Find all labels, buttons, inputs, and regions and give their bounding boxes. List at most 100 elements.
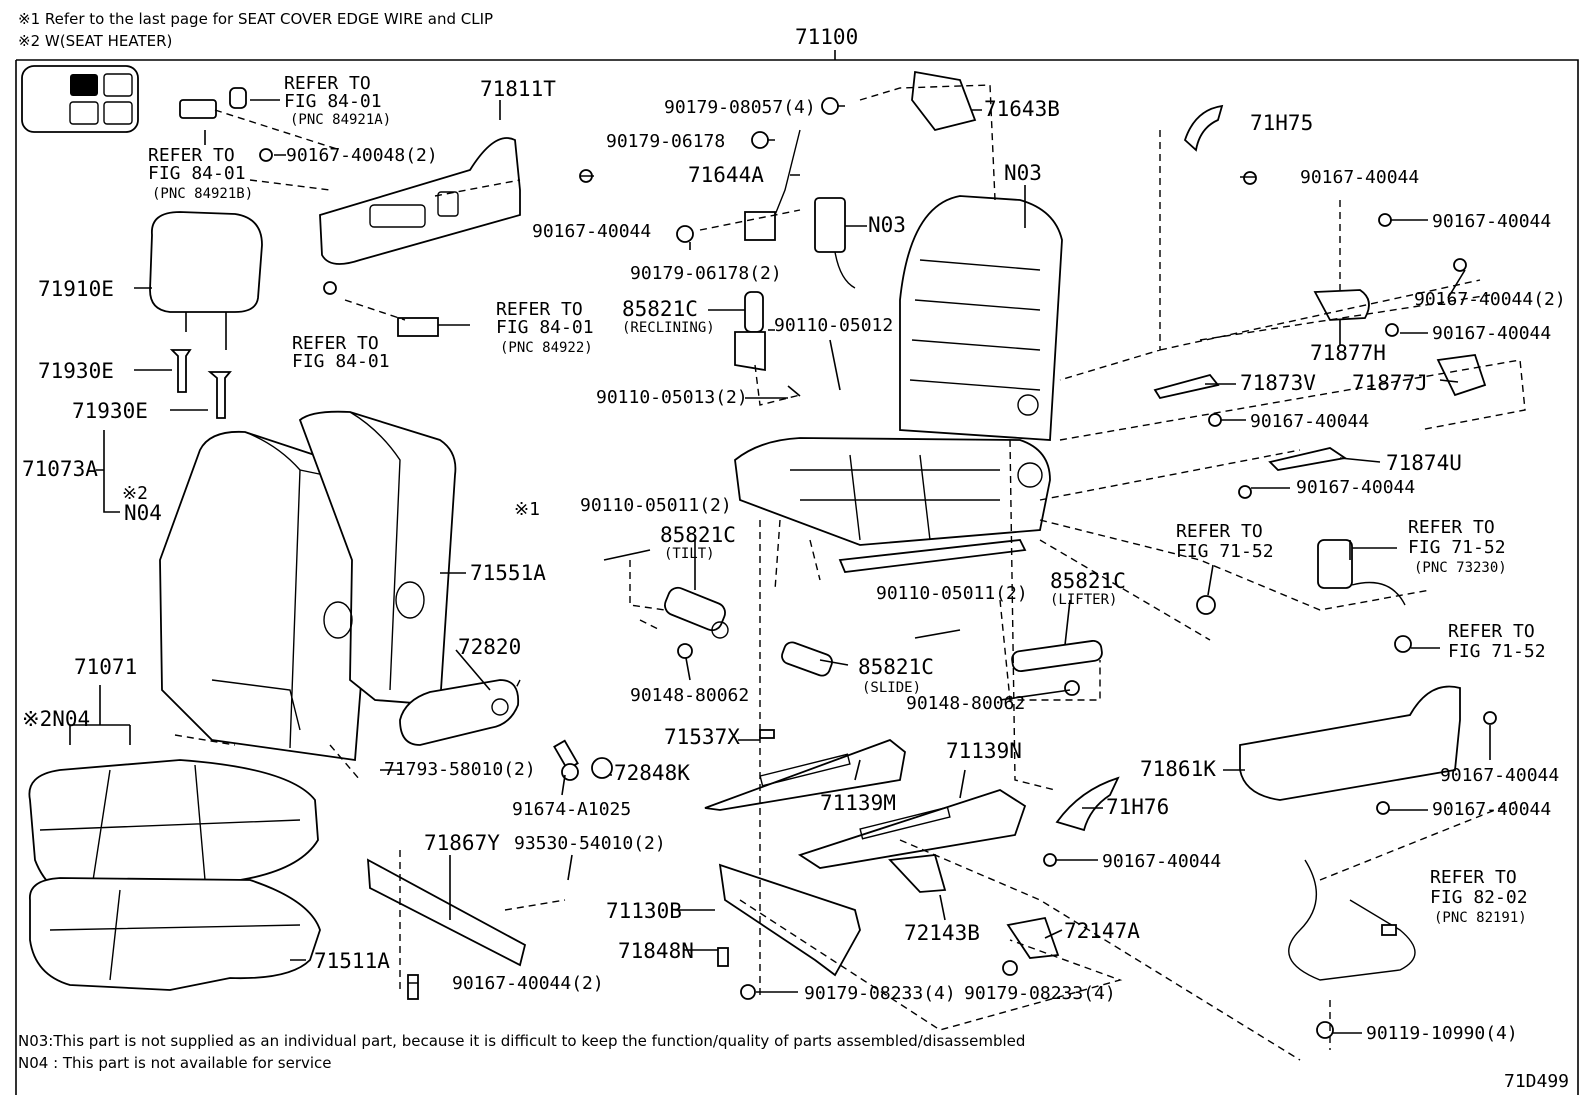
callout-71071[interactable]: 71071 <box>74 655 138 679</box>
callout-71H75[interactable]: 71H75 <box>1250 111 1314 135</box>
leader-lines <box>69 99 1491 1034</box>
callout-90167-40044-r2[interactable]: 90167-40044 <box>1432 211 1552 232</box>
refer-71-52-b-line2[interactable]: FIG 71-52 <box>1448 641 1546 662</box>
bracket-71873V <box>1153 373 1220 400</box>
callout-90179-08057[interactable]: 90179-08057(4) <box>664 97 816 118</box>
callout-71874U[interactable]: 71874U <box>1386 451 1462 475</box>
refer-84921A-line2[interactable]: FIG 84-01 <box>284 91 382 112</box>
callout-71867Y[interactable]: 71867Y <box>424 831 500 855</box>
callout-71643B[interactable]: 71643B <box>984 97 1060 121</box>
sublabel-tilt: (TILT) <box>664 546 715 562</box>
refer-73230-line2[interactable]: FIG 71-52 <box>1408 537 1506 558</box>
bracket-71H75 <box>1183 104 1224 152</box>
callout-90179-06178-2[interactable]: 90179-06178(2) <box>630 263 782 284</box>
callout-71877H[interactable]: 71877H <box>1310 341 1386 365</box>
callout-90110-05011-b[interactable]: 90110-05011(2) <box>876 583 1028 604</box>
callout-x2-N04-b[interactable]: ※2N04 <box>22 707 91 731</box>
callout-90167-40044-top[interactable]: 90167-40044 <box>532 221 652 242</box>
callout-90110-05013[interactable]: 90110-05013(2) <box>596 387 748 408</box>
callout-90167-40044-r5[interactable]: 90167-40044 <box>1250 411 1370 432</box>
note-seat-heater: ※2 W(SEAT HEATER) <box>18 32 173 50</box>
callout-85821C-slide[interactable]: 85821C <box>858 655 934 679</box>
callout-71811T[interactable]: 71811T <box>480 77 556 101</box>
refer-84922-line3: (PNC 84922) <box>500 340 593 356</box>
callout-93530[interactable]: 93530-54010(2) <box>514 833 666 854</box>
bolt-drawing <box>787 385 801 397</box>
callout-90167-40044-h76[interactable]: 90167-40044 <box>1102 851 1222 872</box>
callout-90179-08233-a[interactable]: 90179-08233(4) <box>804 983 956 1004</box>
callout-90148-80062-a[interactable]: 90148-80062 <box>630 685 750 706</box>
callout-90167-40044-2-bottom[interactable]: 90167-40044(2) <box>452 973 604 994</box>
callout-90167-40048[interactable]: 90167-40048(2) <box>286 145 438 166</box>
armrest-drawing <box>399 679 520 746</box>
callout-85821C-reclining[interactable]: 85821C <box>622 297 698 321</box>
callout-90167-40044-r1[interactable]: 90167-40044 <box>1300 167 1420 188</box>
callout-71537X[interactable]: 71537X <box>664 725 740 749</box>
callout-71130B[interactable]: 71130B <box>606 899 682 923</box>
callout-71H76[interactable]: 71H76 <box>1106 795 1170 819</box>
sublabel-reclining: (RECLINING) <box>622 320 715 336</box>
refer-73230-line1[interactable]: REFER TO <box>1408 517 1495 538</box>
callout-N04-a[interactable]: N04 <box>124 501 162 525</box>
note-seat-cover-edge-wire: ※1 Refer to the last page for SEAT COVER… <box>18 10 494 28</box>
callout-71073A[interactable]: 71073A <box>22 457 98 481</box>
callout-71644A[interactable]: 71644A <box>688 163 764 187</box>
callout-72143B[interactable]: 72143B <box>904 921 980 945</box>
callout-90167-40044-r6[interactable]: 90167-40044 <box>1296 477 1416 498</box>
callout-72820[interactable]: 72820 <box>458 635 522 659</box>
sublabel-lifter: (LIFTER) <box>1050 592 1118 608</box>
callout-71873V[interactable]: 71873V <box>1240 371 1316 395</box>
refer-71-52-b-line1[interactable]: REFER TO <box>1448 621 1535 642</box>
callout-90110-05012[interactable]: 90110-05012 <box>774 315 894 336</box>
callout-N03-a[interactable]: N03 <box>1004 161 1042 185</box>
refer-71-52-a-line2[interactable]: FIG 71-52 <box>1176 541 1274 562</box>
callout-71511A[interactable]: 71511A <box>314 949 390 973</box>
refer-71-52-a-line1[interactable]: REFER TO <box>1176 521 1263 542</box>
tilt-motor-drawing <box>664 586 729 639</box>
headrest-guides <box>169 349 232 419</box>
callout-85821C-tilt[interactable]: 85821C <box>660 523 736 547</box>
callout-71861K[interactable]: 71861K <box>1140 757 1216 781</box>
refer-84921A-line1[interactable]: REFER TO <box>284 73 371 94</box>
lower-panel-drawing <box>366 858 527 967</box>
callout-71139N[interactable]: 71139N <box>946 739 1022 763</box>
bolt-71848N <box>717 947 729 967</box>
diagram-frame <box>15 59 1579 1095</box>
callout-90167-40044-r8[interactable]: 90167-40044 <box>1432 799 1552 820</box>
callout-72147A[interactable]: 72147A <box>1064 919 1140 943</box>
lifter-motor-drawing <box>1011 639 1103 673</box>
refer-84921B-line1[interactable]: REFER TO <box>148 145 235 166</box>
callout-71877J[interactable]: 71877J <box>1352 371 1428 395</box>
callout-90167-40044-r7[interactable]: 90167-40044 <box>1440 765 1560 786</box>
callout-71848N[interactable]: 71848N <box>618 939 694 963</box>
callout-71930E-a[interactable]: 71930E <box>38 359 114 383</box>
refer-84922-line2[interactable]: FIG 84-01 <box>496 317 594 338</box>
refer-82191-line2[interactable]: FIG 82-02 <box>1430 887 1528 908</box>
callout-90167-40044-r4[interactable]: 90167-40044 <box>1432 323 1552 344</box>
note-n03: N03:This part is not supplied as an indi… <box>18 1032 1026 1050</box>
refer-73230-line3: (PNC 73230) <box>1414 560 1507 576</box>
callout-91674[interactable]: 91674-A1025 <box>512 799 632 820</box>
switch-base-drawing <box>397 317 439 337</box>
refer-82191-line1[interactable]: REFER TO <box>1430 867 1517 888</box>
callout-90110-05011-a[interactable]: 90110-05011(2) <box>580 495 732 516</box>
callout-71100[interactable]: 71100 <box>795 25 859 49</box>
refer-84-01-line2[interactable]: FIG 84-01 <box>292 351 390 372</box>
callout-90179-06178[interactable]: 90179-06178 <box>606 131 726 152</box>
callout-71551A[interactable]: 71551A <box>470 561 546 585</box>
callout-72848K[interactable]: 72848K <box>614 761 690 785</box>
bracket-71874U <box>1268 447 1348 471</box>
callout-71793[interactable]: 71793-58010(2) <box>384 759 536 780</box>
callout-90179-08233-b[interactable]: 90179-08233(4) <box>964 983 1116 1004</box>
callout-90167-40044-2-r3[interactable]: 90167-40044(2) <box>1414 289 1566 310</box>
refer-84-01-line1[interactable]: REFER TO <box>292 333 379 354</box>
callout-71930E-b[interactable]: 71930E <box>72 399 148 423</box>
callout-90148-80062-b[interactable]: 90148-80062 <box>906 693 1026 714</box>
refer-84922-line1[interactable]: REFER TO <box>496 299 583 320</box>
callout-85821C-lifter[interactable]: 85821C <box>1050 569 1126 593</box>
callout-71139M[interactable]: 71139M <box>820 791 896 815</box>
callout-71910E[interactable]: 71910E <box>38 277 114 301</box>
callout-90119-10990[interactable]: 90119-10990(4) <box>1366 1023 1518 1044</box>
callout-N03-b[interactable]: N03 <box>868 213 906 237</box>
refer-84921B-line2[interactable]: FIG 84-01 <box>148 163 246 184</box>
